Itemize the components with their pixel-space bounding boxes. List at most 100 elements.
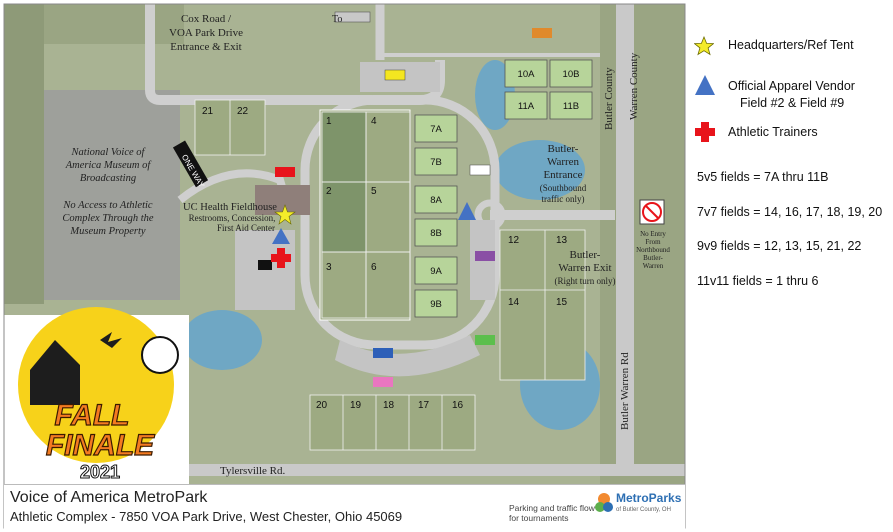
label-cox-road-2: VOA Park Drive <box>169 27 243 39</box>
field-area-16-20 <box>309 394 476 451</box>
one-way-sign-bg <box>172 140 209 188</box>
trainer-cross-icon <box>271 248 291 268</box>
legend-hq-label: Headquarters/Ref Tent <box>728 38 854 52</box>
to-marker <box>334 11 371 23</box>
fieldhouse-building <box>255 185 310 215</box>
fact-9v9: 9v9 fields = 12, 13, 15, 21, 22 <box>697 239 862 253</box>
label-exit-2: Warren Exit <box>558 262 611 274</box>
label-fieldhouse: UC Health Fieldhouse <box>183 202 277 213</box>
road-one-way <box>177 169 294 217</box>
fields-10-11 <box>504 59 593 120</box>
field-num-2: 2 <box>326 186 332 197</box>
woods-left <box>4 4 44 304</box>
field-label-9A: 9A <box>430 266 442 277</box>
label-museum-2: America Museum of <box>65 160 153 171</box>
legend-cross-icon <box>695 122 715 142</box>
label-warren-county: Warren County <box>628 52 640 120</box>
field-num-12: 12 <box>508 235 520 246</box>
field-8B <box>414 218 458 247</box>
label-museum-1: National Voice of <box>71 147 147 158</box>
field-num-13: 13 <box>556 235 568 246</box>
woods-right <box>600 4 685 484</box>
label-museum-3: Broadcasting <box>80 173 136 184</box>
marker-blue <box>373 348 393 358</box>
label-exit-note: (Right turn only) <box>555 276 616 286</box>
footer: Voice of America MetroPark Athletic Comp… <box>4 484 685 529</box>
label-butler-warren-rd: Butler Warren Rd <box>619 352 631 430</box>
label-entrance-2: Warren <box>547 156 580 168</box>
field-7B <box>414 147 458 176</box>
footer-title: Voice of America MetroPark <box>10 489 208 506</box>
field-label-9B: 9B <box>430 299 442 310</box>
field-num-19: 19 <box>350 400 362 411</box>
logo-year: 2021 <box>80 462 120 482</box>
pond-east <box>495 140 585 200</box>
field-7A <box>414 114 458 143</box>
field-8A <box>414 185 458 214</box>
label-cox-road-3: Entrance & Exit <box>170 41 241 53</box>
label-fieldhouse-sub1: Restrooms, Concession, <box>189 213 276 223</box>
footer-address: Athletic Complex - 7850 VOA Park Drive, … <box>10 509 403 524</box>
small-fields <box>414 114 458 318</box>
label-exit-1: Butler- <box>570 249 601 261</box>
marker-red <box>275 167 295 177</box>
footer-metroparks: MetroParks <box>616 491 682 505</box>
field-num-15: 15 <box>556 297 568 308</box>
field-num-5: 5 <box>371 186 377 197</box>
no-left-turn-slash <box>645 205 659 219</box>
field-label-7B: 7B <box>430 157 442 168</box>
field-num-6: 6 <box>371 262 377 273</box>
field-num-21: 21 <box>202 106 214 117</box>
metroparks-logo-icon <box>595 493 613 512</box>
logo-bat-icon <box>100 332 122 348</box>
field-10B <box>549 59 593 88</box>
footer-metroparks-sub: of Butler County, OH <box>616 507 671 513</box>
logo-finale: FINALE <box>46 429 155 462</box>
label-cox-road-1: Cox Road / <box>181 13 232 25</box>
field-label-8B: 8B <box>430 228 442 239</box>
fact-11v11: 11v11 fields = 1 thru 6 <box>697 274 819 288</box>
label-entrance-note-2: traffic only) <box>541 194 584 204</box>
footer-parking-note: Parking and traffic flow for tournaments <box>509 503 595 523</box>
marker-yellow <box>384 69 406 81</box>
label-entrance-3: Entrance <box>543 169 582 181</box>
field-num-22: 22 <box>237 106 249 117</box>
field-num-17: 17 <box>418 400 430 411</box>
field-label-11A: 11A <box>518 101 535 112</box>
field-9B <box>414 289 458 318</box>
field-label-11B: 11B <box>563 101 579 112</box>
field-label-8A: 8A <box>430 195 442 206</box>
label-tylersville: Tylersville Rd. <box>220 465 285 477</box>
logo-house-icon <box>30 340 80 405</box>
field-num-4: 4 <box>371 116 377 127</box>
label-entrance-1: Butler- <box>548 143 579 155</box>
field-label-10B: 10B <box>563 69 580 80</box>
field-num-1: 1 <box>326 116 332 127</box>
field-label-7A: 7A <box>430 124 442 135</box>
fall-finale-logo: FALL FINALE 2021 <box>4 307 189 485</box>
field-area-12-15 <box>499 229 586 381</box>
label-no-entry-3: Northbound <box>636 246 670 254</box>
hq-star-icon <box>274 204 296 225</box>
fact-7v7: 7v7 fields = 14, 16, 17, 18, 19, 20 <box>697 205 883 219</box>
label-no-entry-5: Warren <box>643 262 664 270</box>
woods-top <box>44 4 184 44</box>
label-butler-county: Butler County <box>603 67 615 130</box>
vendor-triangle-icon-field9 <box>458 202 476 220</box>
marker-black <box>258 260 272 270</box>
label-entrance-note-1: (Southbound <box>540 183 587 193</box>
museum-area <box>44 90 180 300</box>
field-9A <box>414 256 458 285</box>
label-fieldhouse-sub2: First Aid Center <box>217 223 275 233</box>
label-no-access-2: Complex Through the <box>62 213 154 224</box>
parking-south <box>335 335 480 377</box>
no-left-turn-circle <box>642 202 662 222</box>
label-no-access-3: Museum Property <box>69 226 145 237</box>
field-dividers-16-20 <box>342 395 443 450</box>
label-no-entry-2: From <box>645 238 661 246</box>
marker-white <box>469 164 491 176</box>
label-no-entry-4: Butler- <box>643 254 663 262</box>
marker-orange <box>532 28 552 38</box>
vendor-triangle-icon-field2 <box>272 228 290 244</box>
